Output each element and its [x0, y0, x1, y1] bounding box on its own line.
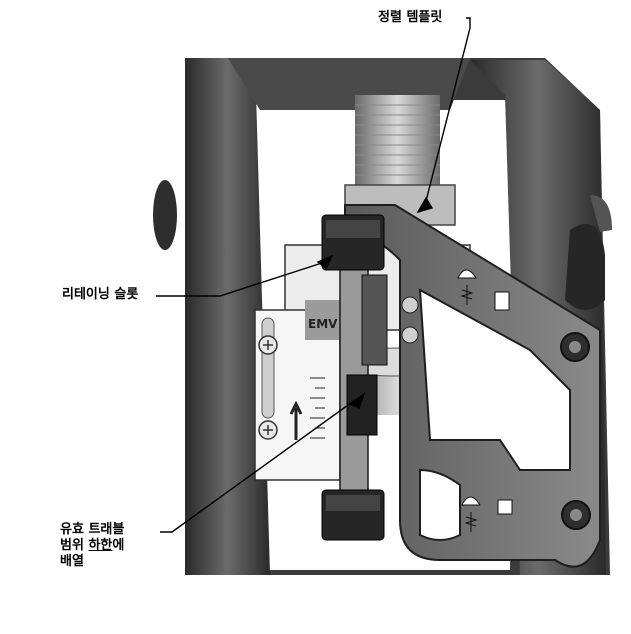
- lower-travel-label-line1: 유효 트래블: [60, 522, 125, 537]
- svg-text:EMV: EMV: [308, 317, 338, 331]
- leader-lines: [156, 17, 471, 533]
- alignment-template-plate: [344, 204, 601, 568]
- lower-travel-label: 유효 트래블 범위 하한에 배열: [60, 522, 124, 570]
- travel-indicator-clip: [321, 214, 388, 541]
- alignment-template-label: 정렬 템플릿: [378, 10, 443, 25]
- lower-travel-label-line3: 배열: [60, 554, 84, 569]
- retaining-slot-label: 리테이닝 슬롯: [62, 287, 139, 302]
- lower-travel-label-line2-c: 에: [112, 538, 125, 553]
- lower-travel-label-line2-b: 하한: [88, 538, 113, 553]
- lower-travel-label-line2: 범위 하한에: [60, 538, 124, 554]
- lower-travel-label-line2-a: 범위: [60, 538, 89, 553]
